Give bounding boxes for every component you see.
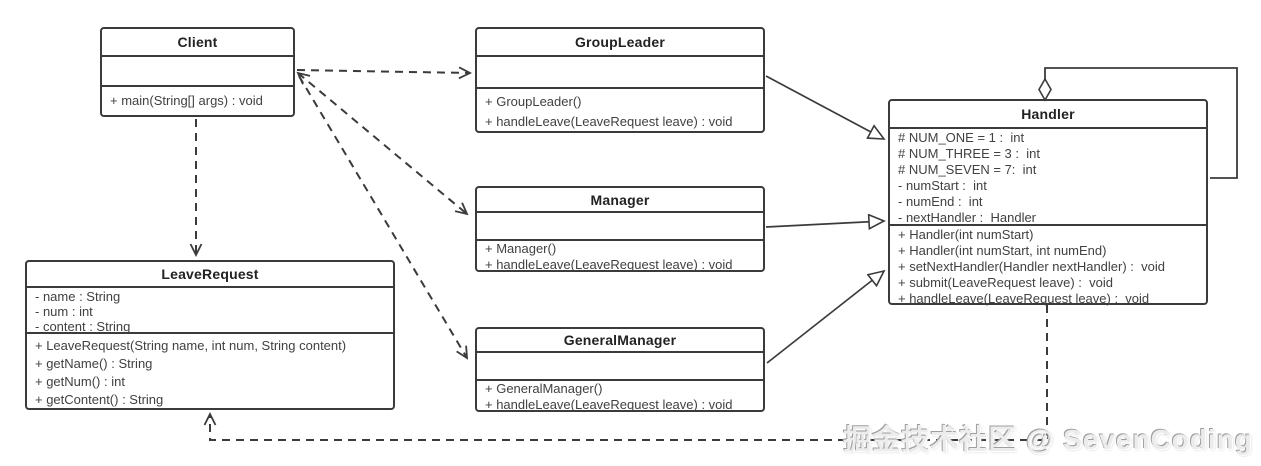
class-leaverequest-attributes: - name : String - num : int - content : …	[27, 288, 393, 334]
generalization-groupleader-handler	[765, 75, 884, 139]
class-generalmanager-title: GeneralManager	[477, 329, 763, 353]
class-groupleader-attributes	[477, 57, 763, 87]
aggregation-diamond-icon	[1038, 77, 1052, 102]
method-row: + getNum() : int	[35, 374, 125, 389]
generalization-manager-handler	[765, 221, 884, 227]
method-row: + Manager()	[485, 241, 557, 256]
class-leaverequest-title: LeaveRequest	[27, 262, 393, 288]
attribute-row: - name : String	[35, 289, 121, 304]
method-row: + getName() : String	[35, 356, 153, 371]
method-row: + GeneralManager()	[485, 381, 603, 396]
method-row: + getContent() : String	[35, 392, 164, 407]
dependency-client-groupleader	[296, 70, 470, 73]
class-client-title: Client	[102, 29, 293, 57]
method-row: + handleLeave(LeaveRequest leave) : void	[485, 397, 733, 412]
attribute-row: - numEnd : int	[898, 194, 983, 209]
class-generalmanager-methods: + GeneralManager() + handleLeave(LeaveRe…	[477, 379, 763, 412]
attribute-row: - content : String	[35, 319, 131, 334]
class-groupleader: GroupLeader + GroupLeader() + handleLeav…	[475, 27, 765, 133]
method-row: + LeaveRequest(String name, int num, Str…	[35, 338, 347, 353]
attribute-row: - num : int	[35, 304, 93, 319]
class-handler-title: Handler	[890, 101, 1206, 129]
class-leaverequest-methods: + LeaveRequest(String name, int num, Str…	[27, 332, 393, 407]
class-client-attributes	[102, 57, 293, 85]
method-row: + main(String[] args) : void	[110, 93, 263, 108]
class-handler-attributes: # NUM_ONE = 1 : int # NUM_THREE = 3 : in…	[890, 129, 1206, 225]
method-row: + Handler(int numStart, int numEnd)	[898, 243, 1107, 258]
attribute-row: # NUM_SEVEN = 7: int	[898, 162, 1037, 177]
class-groupleader-methods: + GroupLeader() + handleLeave(LeaveReque…	[477, 87, 763, 131]
class-generalmanager: GeneralManager + GeneralManager() + hand…	[475, 327, 765, 412]
method-row: + setNextHandler(Handler nextHandler) : …	[898, 259, 1165, 274]
method-row: + Handler(int numStart)	[898, 227, 1034, 242]
class-groupleader-title: GroupLeader	[477, 29, 763, 57]
method-row: + handleLeave(LeaveRequest leave) : void	[485, 114, 733, 129]
class-client-methods: + main(String[] args) : void	[102, 85, 293, 115]
watermark-text: 掘金技术社区 @ SevenCoding	[843, 424, 1253, 455]
class-manager-methods: + Manager() + handleLeave(LeaveRequest l…	[477, 239, 763, 272]
attribute-row: - nextHandler : Handler	[898, 210, 1037, 225]
class-leaverequest: LeaveRequest - name : String - num : int…	[25, 260, 395, 410]
class-manager-title: Manager	[477, 188, 763, 213]
class-generalmanager-attributes	[477, 353, 763, 379]
method-row: + GroupLeader()	[485, 94, 582, 109]
class-manager-attributes	[477, 213, 763, 239]
class-handler: Handler # NUM_ONE = 1 : int # NUM_THREE …	[888, 99, 1208, 306]
attribute-row: - numStart : int	[898, 178, 987, 193]
attribute-row: # NUM_THREE = 3 : int	[898, 146, 1040, 161]
dependency-client-manager	[298, 73, 467, 214]
attribute-row: # NUM_ONE = 1 : int	[898, 130, 1025, 145]
generalization-generalmanager-handler	[766, 271, 884, 364]
method-row: + handleLeave(LeaveRequest leave) : void	[485, 257, 733, 272]
method-row: + handleLeave(LeaveRequest leave) : void	[898, 291, 1150, 306]
class-handler-methods: + Handler(int numStart) + Handler(int nu…	[890, 224, 1206, 306]
class-manager: Manager + Manager() + handleLeave(LeaveR…	[475, 186, 765, 272]
method-row: + submit(LeaveRequest leave) : void	[898, 275, 1113, 290]
class-client: Client + main(String[] args) : void	[100, 27, 295, 117]
